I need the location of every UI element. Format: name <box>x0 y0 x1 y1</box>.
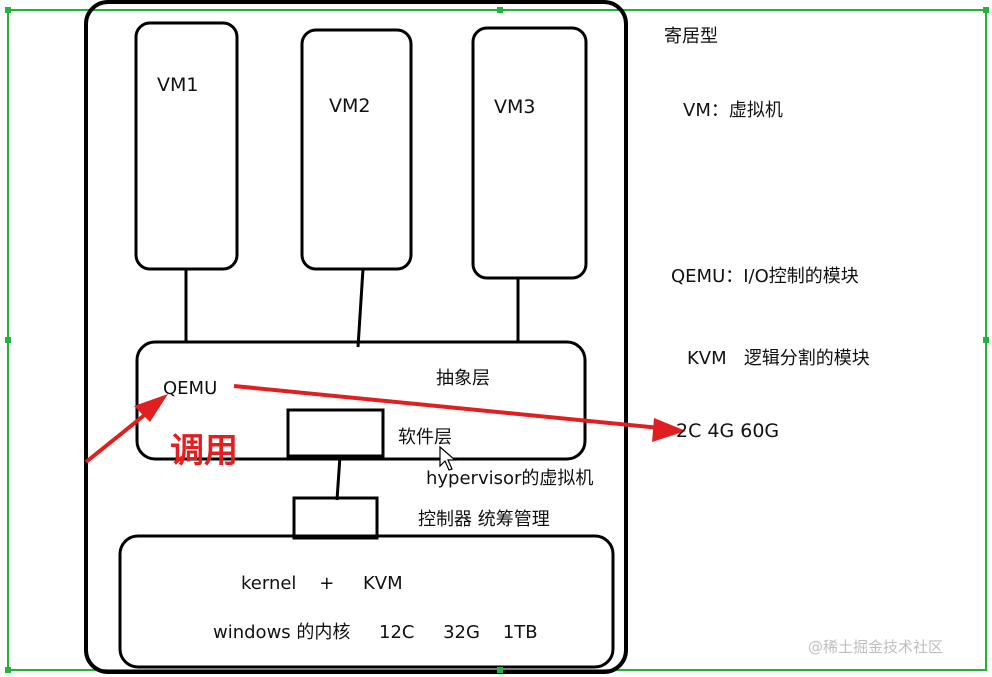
hypervisor-label: hypervisor的虚拟机 <box>426 468 594 489</box>
vm2-label: VM2 <box>329 95 371 117</box>
selection-handle-bottom-left[interactable] <box>5 667 11 673</box>
kernel-line: kernel + KVM <box>241 573 403 594</box>
selection-handle-top-center[interactable] <box>497 7 503 13</box>
abstraction-layer-label: 抽象层 <box>436 368 490 389</box>
result-arrow-line <box>233 384 661 430</box>
host-box <box>84 0 628 674</box>
controller-label: 控制器 统筹管理 <box>418 509 550 530</box>
controller-box <box>292 496 379 540</box>
vm2-connector <box>356 268 365 348</box>
software-layer-box <box>286 408 385 458</box>
software-layer-label: 软件层 <box>398 427 452 448</box>
vm-note: VM：虚拟机 <box>683 100 783 121</box>
call-arrow-head <box>134 394 168 422</box>
selection-handle-top-right[interactable] <box>983 7 989 13</box>
call-arrow-line <box>84 407 154 464</box>
selection-handle-bottom-center[interactable] <box>497 667 503 673</box>
result-arrow-head <box>652 418 686 442</box>
vm3-box <box>471 26 588 280</box>
watermark: @稀土掘金技术社区 <box>808 638 944 656</box>
selection-handle-top-left[interactable] <box>5 7 11 13</box>
kernel-box <box>118 534 615 669</box>
selection-handle-middle-right[interactable] <box>983 337 989 343</box>
kvm-note: KVM 逻辑分割的模块 <box>687 348 870 369</box>
windows-kernel-line: windows 的内核 12C 32G 1TB <box>213 622 538 643</box>
qemu-note: QEMU：I/O控制的模块 <box>671 266 859 287</box>
qemu-label: QEMU <box>163 378 218 399</box>
vm3-label: VM3 <box>494 96 536 118</box>
abstraction-layer-box <box>135 340 587 461</box>
cursor-icon <box>439 445 457 471</box>
vm2-box <box>300 28 413 271</box>
selection-handle-middle-left[interactable] <box>5 337 11 343</box>
call-label: 调用 <box>170 431 238 471</box>
vm1-box <box>134 21 239 271</box>
type-label: 寄居型 <box>664 26 718 47</box>
result-label: 2C 4G 60G <box>676 420 780 442</box>
vm1-label: VM1 <box>157 74 199 96</box>
software-controller-connector <box>335 455 342 501</box>
